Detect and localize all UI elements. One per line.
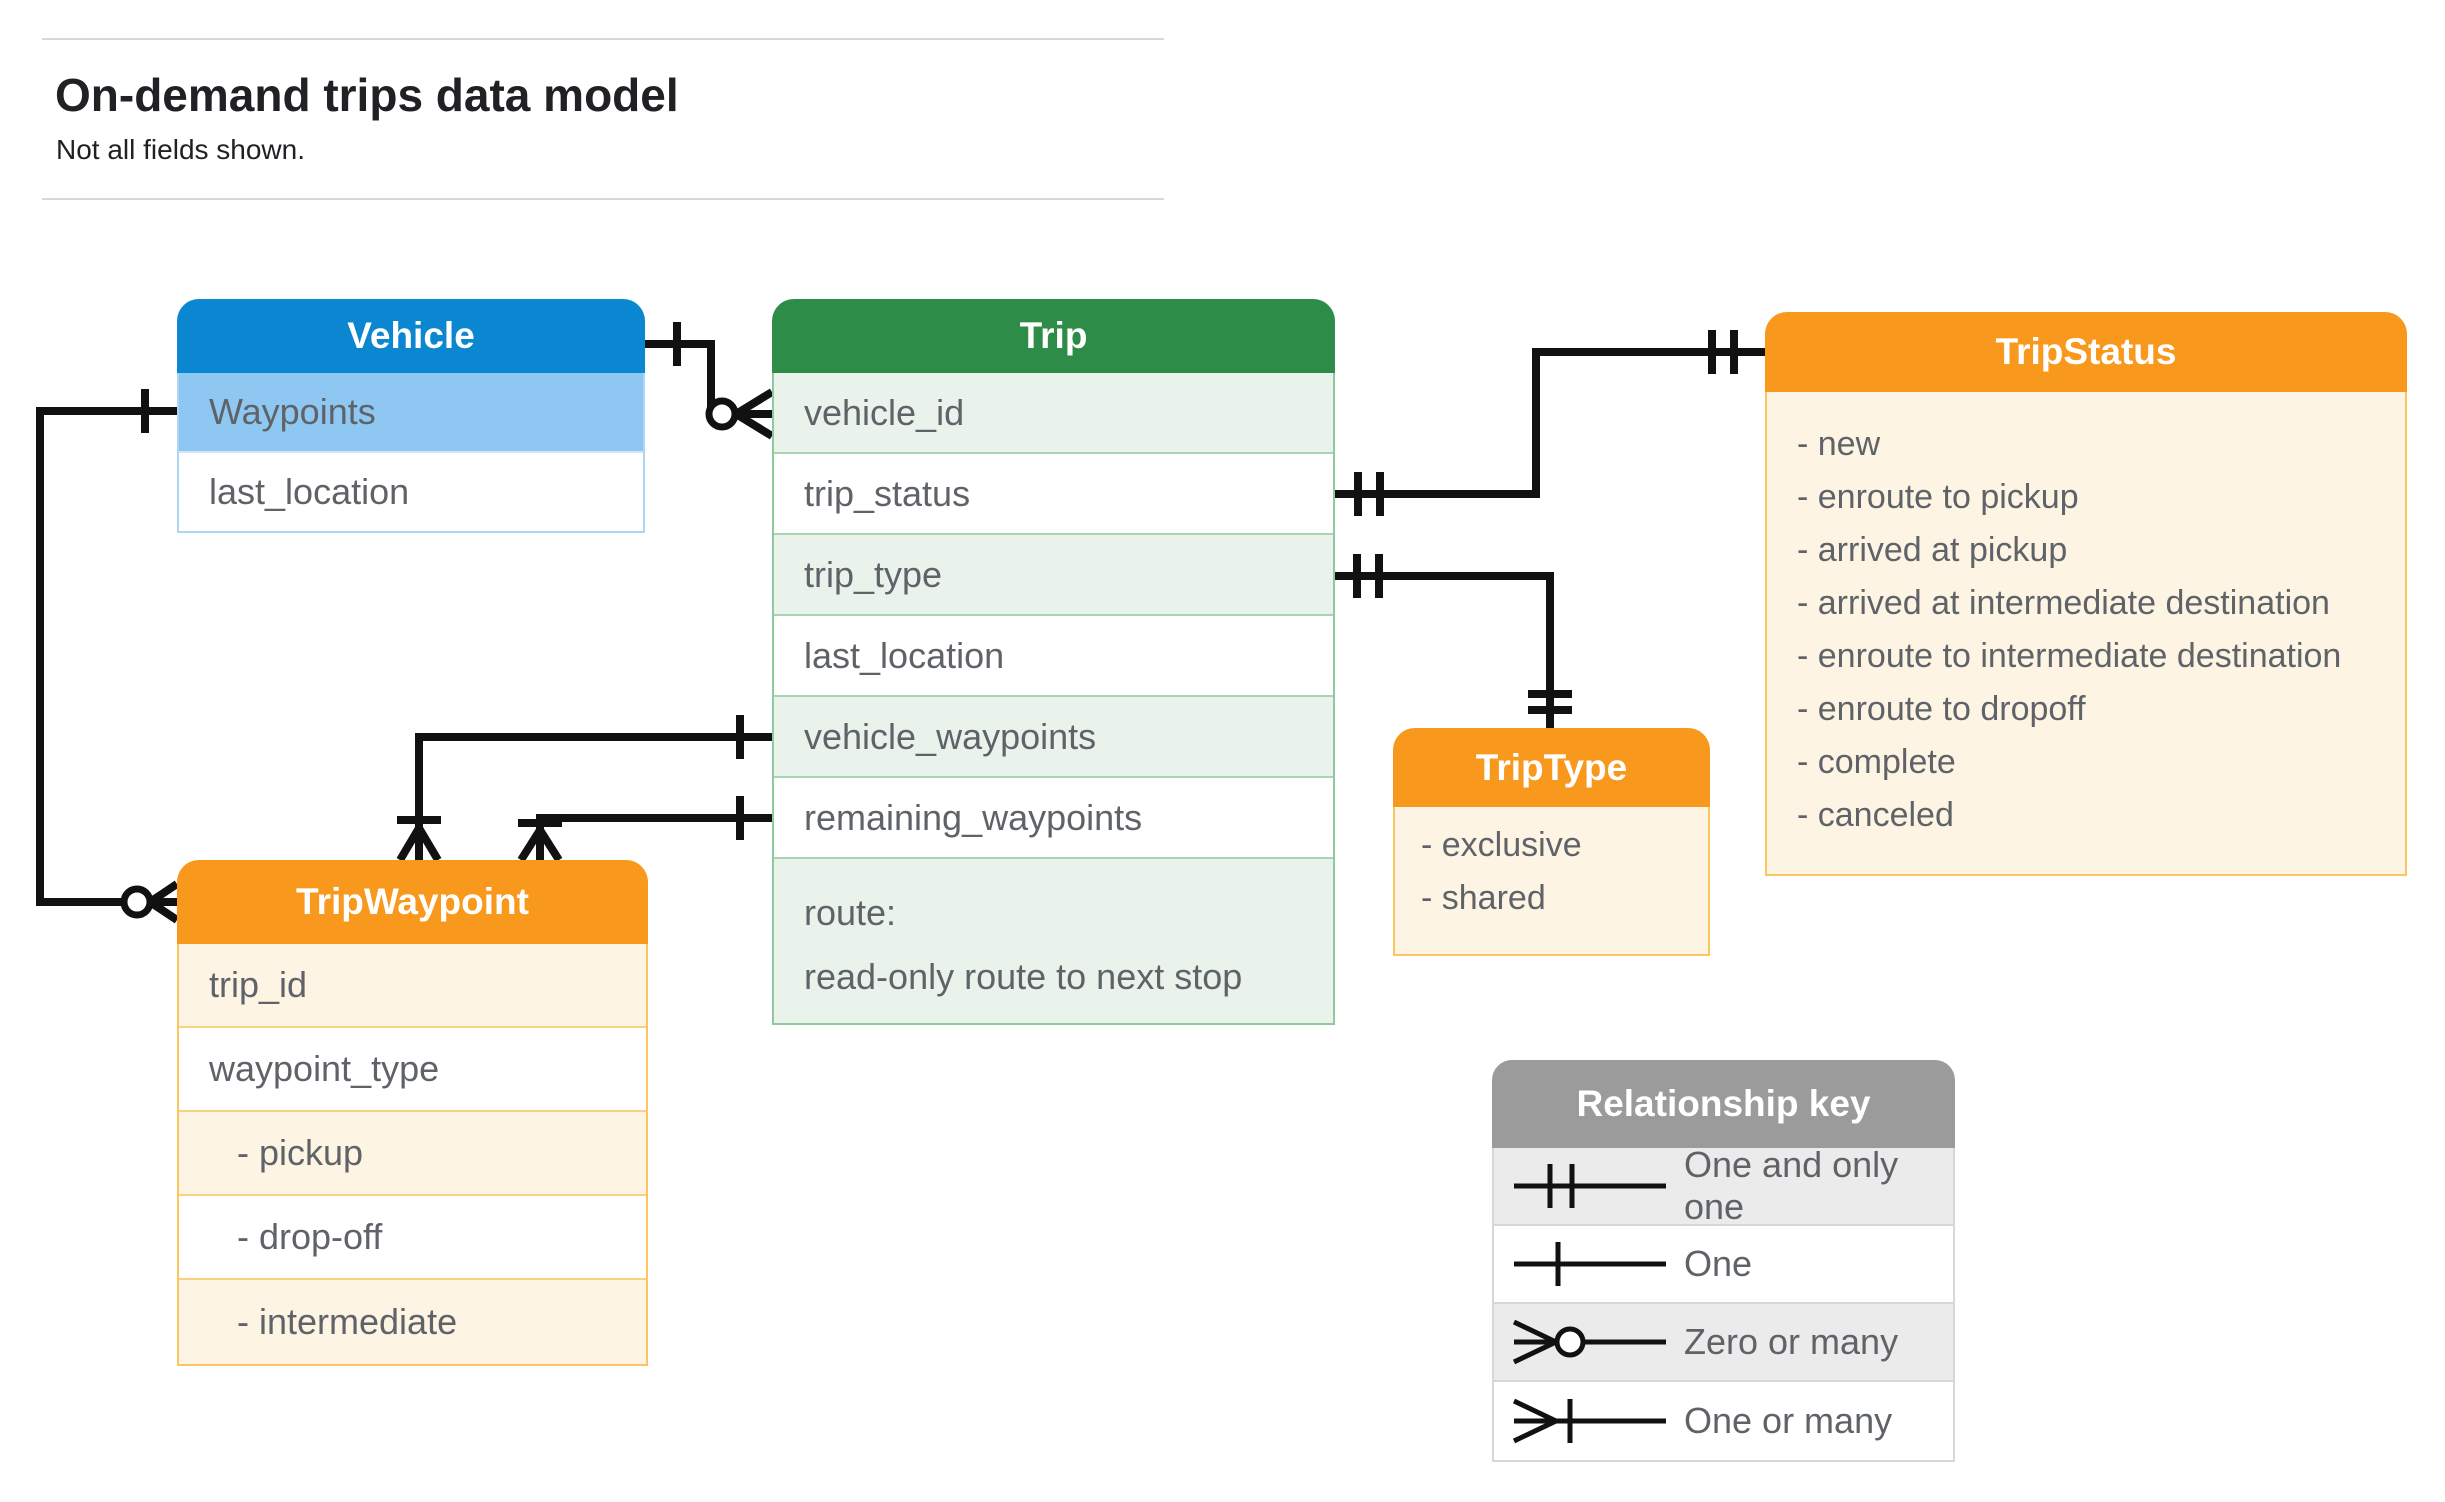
one-or-many-symbol [1512, 1398, 1666, 1444]
one-and-only-one-symbol [1514, 1164, 1666, 1208]
legend-label: One and only one [1684, 1144, 1899, 1227]
field-row-waypoints: Waypoints [179, 373, 643, 453]
enum-value: - new [1797, 425, 1881, 463]
field-row-vehicle-id: vehicle_id [774, 373, 1333, 454]
legend-row-one-and-only-one: One and only one [1494, 1144, 1953, 1227]
field-row-trip-status: trip_status [774, 454, 1333, 535]
field-row-last-location: last_location [774, 616, 1333, 697]
enum-value-intermediate: - intermediate [179, 1280, 646, 1364]
entity-trip-header: Trip [772, 299, 1335, 373]
enum-value: - arrived at pickup [1797, 531, 2068, 569]
field-row-route: route: read-only route to next stop [774, 859, 1333, 1023]
entity-trip: Trip vehicle_id trip_status trip_type la… [772, 299, 1335, 1025]
field-row-trip-type: trip_type [774, 535, 1333, 616]
enum-value: - complete [1797, 743, 1956, 781]
route-description: read-only route to next stop [804, 956, 1243, 997]
legend-row-zero-or-many: Zero or many [1494, 1304, 1953, 1382]
legend-label: One or many [1684, 1400, 1893, 1441]
zero-circle [705, 397, 739, 431]
field-row-vehicle-waypoints: vehicle_waypoints [774, 697, 1333, 778]
relationship-vehicle-waypoints-to-tripwaypoint [36, 389, 180, 924]
crow-foot [147, 880, 180, 924]
crow-foot [733, 388, 775, 440]
enum-value: - exclusive [1421, 826, 1582, 864]
one-and-only-one-ticks [1528, 690, 1572, 714]
enum-value: - enroute to pickup [1797, 478, 2079, 516]
one-and-only-one-ticks [1708, 330, 1738, 374]
enum-value: - shared [1421, 879, 1546, 917]
relationship-remaining-waypoints-field [517, 796, 772, 863]
relationship-vehicle-to-trip [645, 322, 775, 440]
relationship-triptype [1335, 554, 1572, 728]
crow-foot [517, 827, 563, 863]
field-row-last-location: last_location [179, 453, 643, 531]
route-label: route: [804, 892, 897, 933]
field-row-trip-id: trip_id [179, 944, 646, 1028]
enum-value: - canceled [1797, 796, 1954, 834]
entity-triptype: TripType - exclusive - shared [1393, 728, 1710, 956]
zero-circle [120, 885, 154, 919]
entity-vehicle: Vehicle Waypoints last_location [177, 299, 645, 533]
field-row-waypoint-type: waypoint_type [179, 1028, 646, 1112]
entity-triptype-header: TripType [1393, 728, 1710, 807]
entity-tripstatus: TripStatus - new - enroute to pickup - a… [1765, 312, 2407, 876]
zero-or-many-symbol [1512, 1319, 1666, 1365]
crow-foot [396, 825, 442, 863]
one-and-only-one-ticks [1354, 472, 1384, 516]
one-and-only-one-ticks [1353, 554, 1383, 598]
page-title: On-demand trips data model [55, 69, 679, 121]
field-row-remaining-waypoints: remaining_waypoints [774, 778, 1333, 859]
relationship-tripstatus [1335, 330, 1765, 516]
relationship-key-header: Relationship key [1492, 1060, 1955, 1148]
top-divider [42, 38, 1164, 40]
title-divider [42, 198, 1164, 200]
page-subtitle: Not all fields shown. [56, 134, 306, 165]
entity-tripwaypoint: TripWaypoint trip_id waypoint_type - pic… [177, 860, 648, 1366]
legend-row-one: One [1494, 1226, 1953, 1304]
enum-value: - enroute to dropoff [1797, 690, 2086, 728]
enum-value-pickup: - pickup [179, 1112, 646, 1196]
enum-value-drop-off: - drop-off [179, 1196, 646, 1280]
legend-row-one-or-many: One or many [1494, 1382, 1953, 1460]
enum-value: - arrived at intermediate destination [1797, 584, 2330, 622]
one-symbol [1514, 1242, 1666, 1286]
entity-tripwaypoint-header: TripWaypoint [177, 860, 648, 944]
relationship-vehicle-waypoints-field [396, 715, 772, 863]
legend-label: Zero or many [1684, 1321, 1899, 1362]
enum-value: - enroute to intermediate destination [1797, 637, 2342, 675]
entity-vehicle-header: Vehicle [177, 299, 645, 373]
relationship-key: Relationship key One and only one One [1492, 1060, 1955, 1462]
entity-tripstatus-header: TripStatus [1765, 312, 2407, 392]
legend-label: One [1684, 1243, 1753, 1284]
